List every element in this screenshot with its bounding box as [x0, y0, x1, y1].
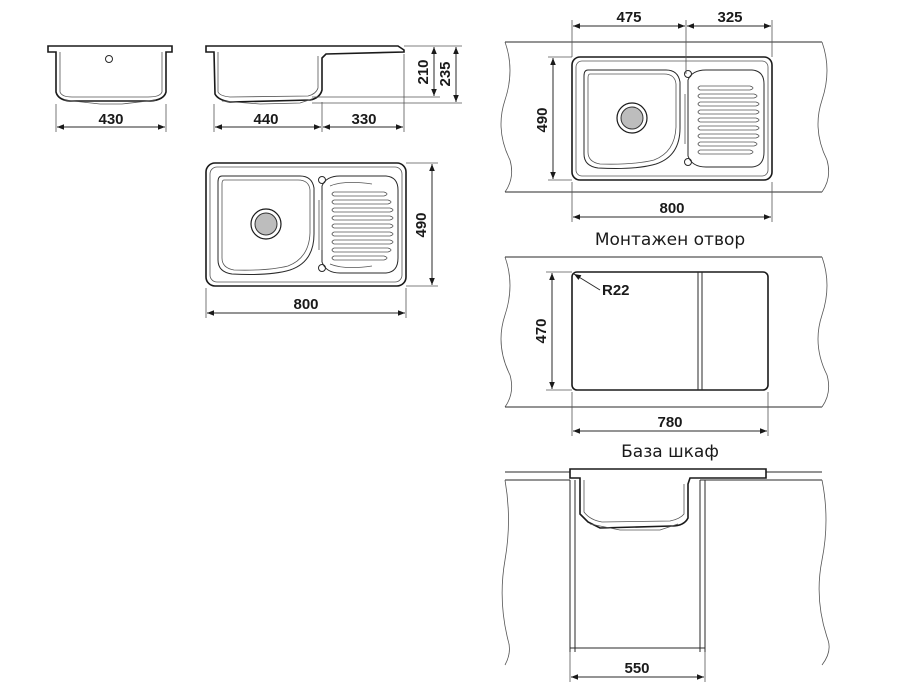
cutout-height-label: 470 — [533, 318, 550, 343]
cutout-view: R22 470 780 База шкаф — [500, 256, 830, 462]
front-width-label: 430 — [98, 111, 123, 128]
cabinet-section-view: 550 — [501, 468, 830, 682]
side-height-label: 210 — [415, 59, 432, 84]
top-width-label: 800 — [293, 296, 318, 313]
cabinet-width-label: 550 — [624, 660, 649, 677]
side-basin-label: 440 — [253, 111, 278, 128]
top-height-label: 490 — [413, 212, 430, 237]
mounting-right-label: 325 — [717, 9, 742, 26]
cutout-caption: База шкаф — [621, 442, 719, 462]
mounting-caption: Монтажен отвор — [595, 230, 745, 250]
side-total-height-label: 235 — [437, 61, 454, 86]
top-drainer-ribs — [331, 191, 394, 261]
mounting-width-label: 800 — [659, 200, 684, 217]
cutout-width-label: 780 — [657, 414, 682, 431]
top-view: 800 490 — [205, 162, 438, 318]
front-view: 430 — [47, 45, 173, 132]
mounting-height-label: 490 — [534, 107, 551, 132]
mounting-drainer-ribs — [697, 85, 760, 155]
mounting-left-label: 475 — [616, 9, 641, 26]
side-view: 440 330 210 235 — [205, 45, 462, 132]
mounting-opening-view: 475 325 490 800 Монтажен отвор — [500, 9, 830, 250]
side-drainer-label: 330 — [351, 111, 376, 128]
cutout-radius-label: R22 — [602, 282, 630, 299]
